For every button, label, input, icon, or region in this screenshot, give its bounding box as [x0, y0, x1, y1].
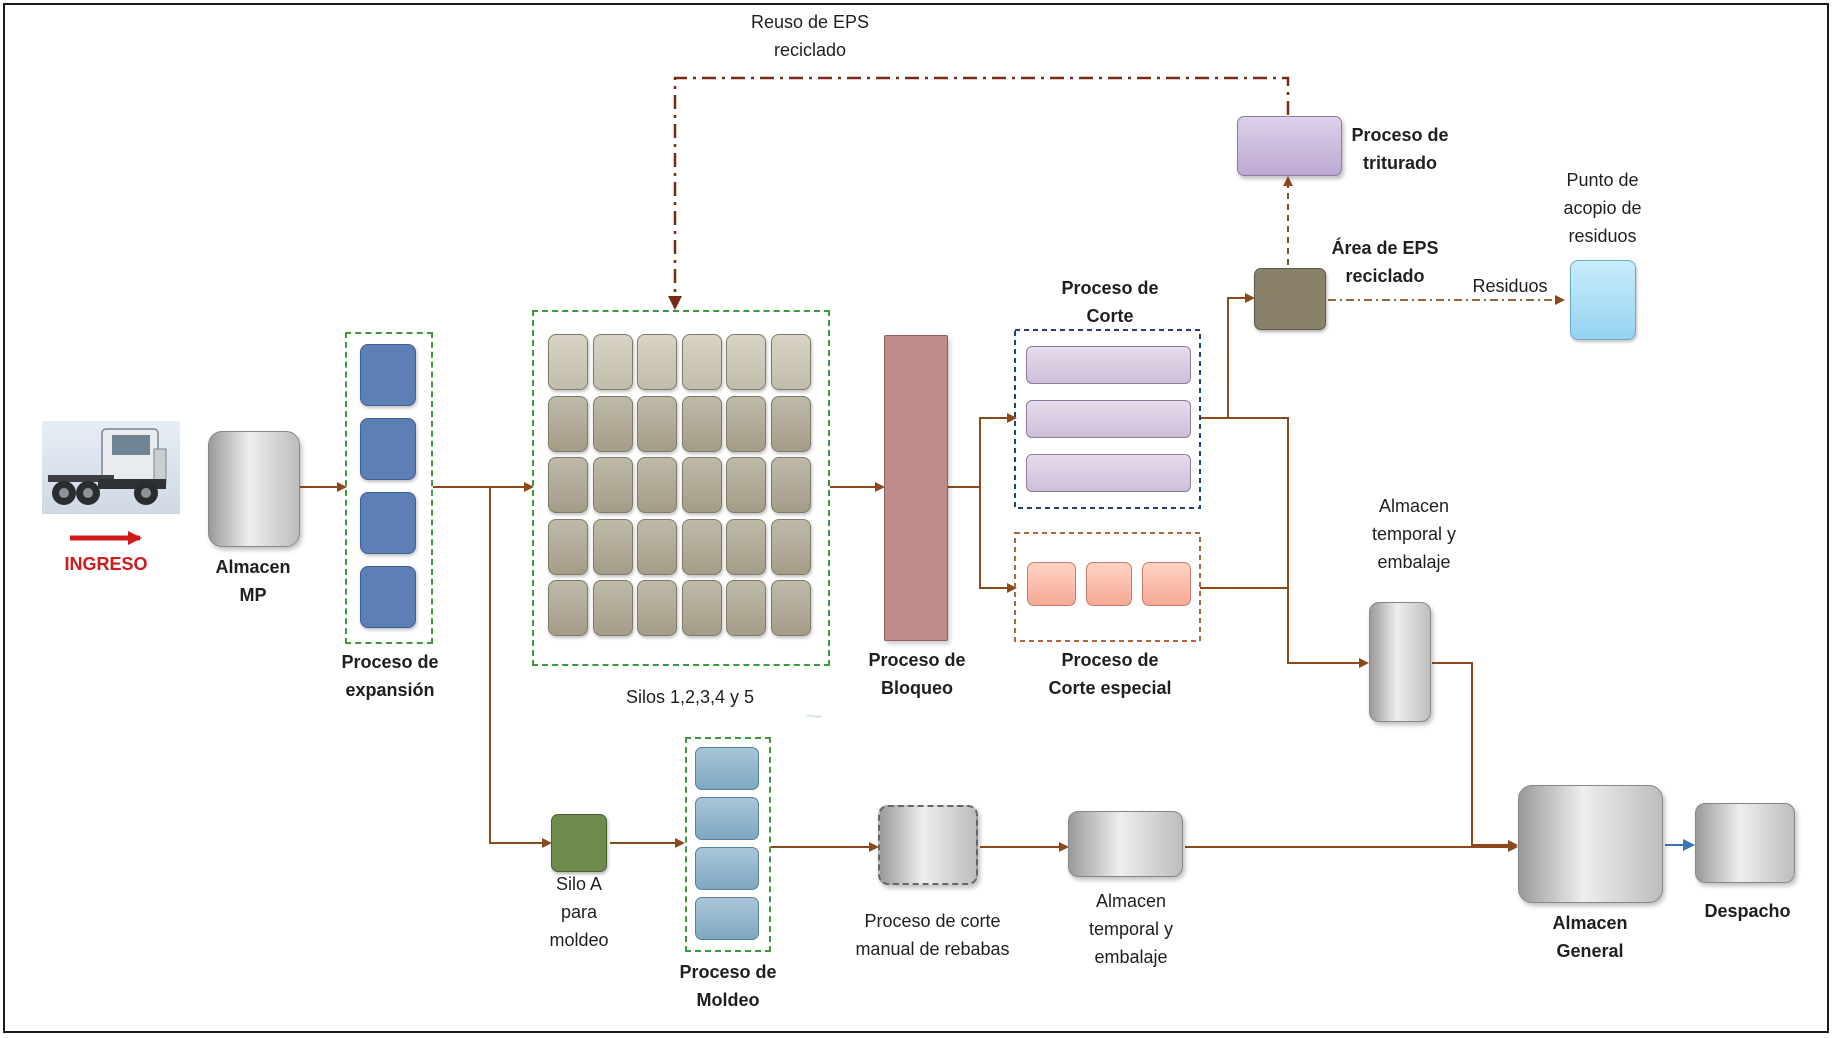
silo-cell	[592, 334, 633, 390]
flow-corte-to-almacen-temporal	[1228, 417, 1369, 668]
moldeo-unit	[695, 897, 759, 940]
proceso-bloqueo-label: Proceso de Bloqueo	[868, 650, 966, 698]
silo-cell	[681, 334, 722, 390]
corte-group-border	[1014, 329, 1201, 509]
proceso-corte-label: Proceso de Corte	[1061, 278, 1159, 326]
moldeo-group-border	[685, 737, 771, 952]
moldeo-unit	[695, 747, 759, 790]
corte-especial-unit	[1086, 562, 1132, 606]
silo-cell	[637, 457, 677, 513]
ingreso-label: INGRESO	[64, 554, 148, 574]
diagram-frame	[3, 3, 1829, 1033]
silo-cell	[548, 580, 588, 636]
almacen-mp-box	[208, 431, 300, 547]
proceso-moldeo-label: Proceso de Moldeo	[679, 962, 777, 1010]
corte-especial-unit	[1027, 562, 1076, 606]
corte-especial-unit	[1142, 562, 1191, 606]
silo-cell	[548, 395, 588, 452]
silo-cell	[592, 457, 633, 513]
silo-cell	[592, 518, 633, 575]
expansion-unit	[360, 566, 416, 628]
silo-cell	[681, 518, 722, 575]
corte-unit	[1026, 346, 1191, 384]
almacen-temporal-1-label: Almacen temporal y embalaje	[1371, 496, 1457, 572]
silo-cell	[592, 395, 633, 452]
silo-cell	[770, 580, 811, 636]
triturado-box	[1237, 116, 1342, 176]
silo-cell	[637, 334, 677, 390]
silo-cell	[770, 395, 811, 452]
almacen-temporal-2-box	[1068, 811, 1183, 877]
silo-cell	[637, 395, 677, 452]
expansion-unit	[360, 418, 416, 480]
corte-especial-group-border	[1014, 532, 1201, 642]
proceso-expansion-label: Proceso de expansión	[341, 652, 439, 700]
punto-acopio-label: Punto de acopio de residuos	[1563, 170, 1642, 246]
almacen-general-box	[1518, 785, 1663, 903]
expansion-unit	[360, 344, 416, 406]
silo-cell	[637, 518, 677, 575]
silo-cell	[770, 457, 811, 513]
silo-cell	[681, 580, 722, 636]
flow-bloqueo-to-corte-especial	[979, 487, 1017, 593]
silo-a-label: Silo A para moldeo	[549, 874, 609, 950]
silo-cell	[548, 457, 588, 513]
almacen-temporal-1-box	[1369, 602, 1431, 722]
silo-cell	[548, 518, 588, 575]
silo-cell	[770, 334, 811, 390]
faint-tilde-mark: ~	[805, 700, 823, 733]
silo-cell	[637, 580, 677, 636]
expansion-unit	[360, 492, 416, 554]
bloqueo-block	[884, 335, 948, 641]
reuso-eps-label: Reuso de EPS reciclado	[750, 12, 870, 60]
silo-cell	[548, 334, 588, 390]
moldeo-unit	[695, 847, 759, 890]
flow-expansion-to-silo-a	[489, 487, 552, 848]
silo-cell	[681, 457, 722, 513]
corte-unit	[1026, 400, 1191, 438]
residuos-label: Residuos	[1472, 276, 1548, 296]
proceso-corte-manual-label: Proceso de corte manual de rebabas	[855, 911, 1010, 959]
truck-icon	[42, 421, 180, 514]
silo-cell	[770, 518, 811, 575]
area-eps-box	[1254, 268, 1326, 330]
flow-almacen-temporal-to-general	[1432, 662, 1518, 850]
almacen-mp-label: Almacen MP	[215, 557, 291, 605]
silo-cell	[726, 518, 766, 575]
flow-reuso-eps	[668, 76, 1290, 310]
silo-cell	[726, 334, 766, 390]
corte-unit	[1026, 454, 1191, 492]
silo-cell	[726, 395, 766, 452]
silo-cell	[592, 580, 633, 636]
flow-corte-to-area-eps	[1200, 293, 1255, 419]
moldeo-unit	[695, 797, 759, 840]
silo-a-box	[551, 814, 607, 872]
proceso-corte-especial-label: Proceso de Corte especial	[1048, 650, 1172, 698]
expansion-group-border	[345, 332, 433, 644]
flow-bloqueo-to-corte	[948, 413, 1017, 488]
silo-cell	[726, 580, 766, 636]
corte-manual-box	[878, 805, 978, 885]
silos-group-border	[532, 310, 830, 666]
despacho-label: Despacho	[1704, 901, 1791, 921]
silos-label: Silos 1,2,3,4 y 5	[625, 687, 755, 707]
punto-acopio-box	[1570, 260, 1636, 340]
silo-cell	[681, 395, 722, 452]
almacen-general-label: Almacen General	[1552, 913, 1628, 961]
almacen-temporal-2-label: Almacen temporal y embalaje	[1088, 891, 1174, 967]
proceso-triturado-label: Proceso de triturado	[1351, 125, 1449, 173]
area-eps-label: Área de EPS reciclado	[1331, 238, 1439, 286]
despacho-box	[1695, 803, 1795, 883]
silo-cell	[726, 457, 766, 513]
